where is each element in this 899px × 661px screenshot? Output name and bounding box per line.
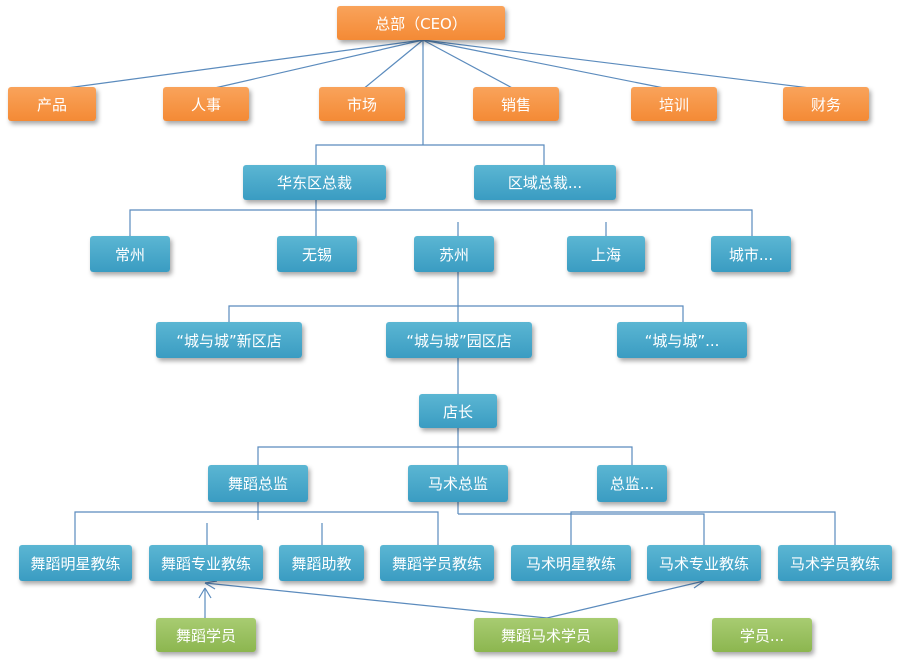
city-more-node: 城市... <box>711 236 791 272</box>
equestrian-director-node: 马术总监 <box>408 465 508 502</box>
city-wuxi-node: 无锡 <box>277 236 357 272</box>
dept-finance-node: 财务 <box>783 87 869 121</box>
dept-market-node: 市场 <box>319 87 405 121</box>
dance-equestrian-student-node: 舞蹈马术学员 <box>474 618 618 652</box>
dance-star-coach-node: 舞蹈明星教练 <box>19 545 132 581</box>
equ-pro-coach-node: 马术专业教练 <box>647 545 761 581</box>
store-xinqu-node: “城与城”新区店 <box>156 322 302 358</box>
ceo-node: 总部（CEO） <box>337 6 505 40</box>
east-president-node: 华东区总裁 <box>243 165 386 200</box>
city-shanghai-node: 上海 <box>567 236 645 272</box>
dance-student-node: 舞蹈学员 <box>156 618 256 652</box>
dance-student-coach-node: 舞蹈学员教练 <box>380 545 494 581</box>
store-more-node: “城与城”... <box>617 322 747 358</box>
dance-assistant-node: 舞蹈助教 <box>279 545 364 581</box>
dance-pro-coach-node: 舞蹈专业教练 <box>149 545 263 581</box>
store-yuanqu-node: “城与城”园区店 <box>386 322 532 358</box>
city-changzhou-node: 常州 <box>90 236 170 272</box>
student-more-node: 学员... <box>712 618 812 652</box>
region-more-node: 区域总裁... <box>474 165 616 200</box>
dept-training-node: 培训 <box>631 87 717 121</box>
city-suzhou-node: 苏州 <box>414 236 494 272</box>
equ-star-coach-node: 马术明星教练 <box>511 545 631 581</box>
dept-sales-node: 销售 <box>473 87 559 121</box>
dept-hr-node: 人事 <box>163 87 249 121</box>
dance-director-node: 舞蹈总监 <box>208 465 308 502</box>
store-manager-node: 店长 <box>419 394 497 428</box>
director-more-node: 总监... <box>597 465 667 502</box>
equ-student-coach-node: 马术学员教练 <box>778 545 892 581</box>
dept-product-node: 产品 <box>8 87 96 121</box>
